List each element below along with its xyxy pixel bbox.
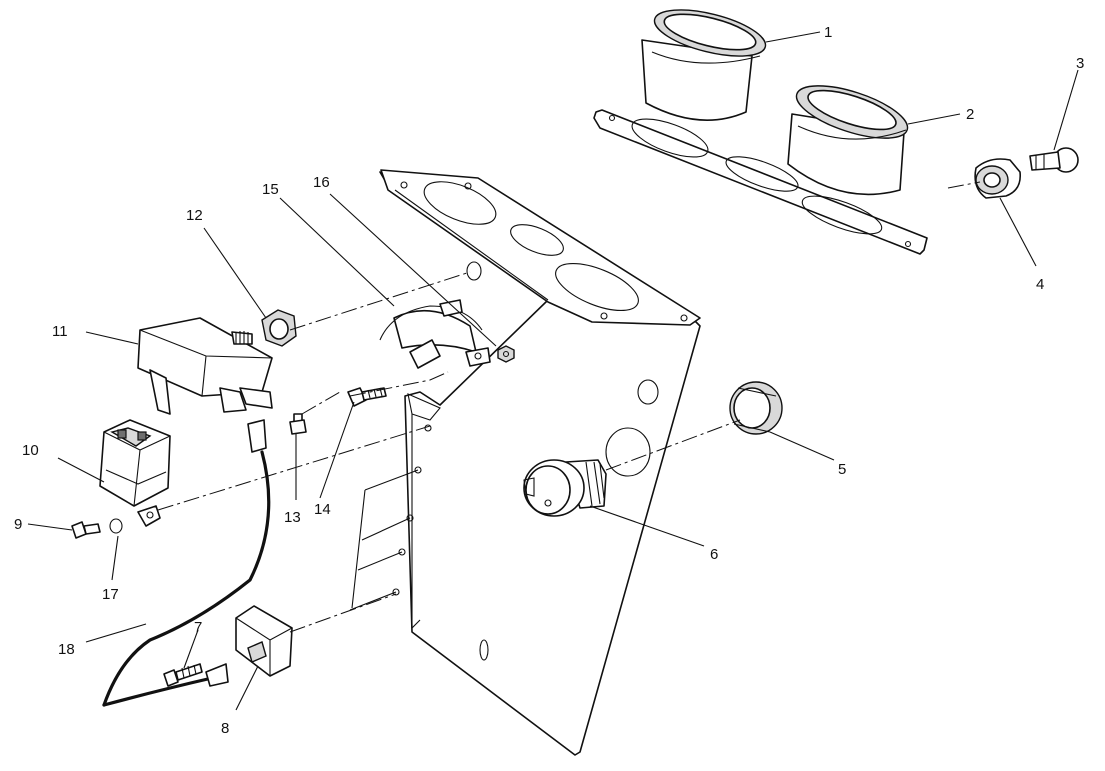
callout-labels: 1 2 3 4 5 6 7 8 9 10 11 12 13 14 15 16 1… xyxy=(14,24,1084,737)
screw-7 xyxy=(163,663,203,687)
terminal-block xyxy=(235,605,293,677)
leader-lines xyxy=(27,31,1079,711)
switch-retaining-nut xyxy=(729,381,783,435)
ground-wire xyxy=(102,419,271,707)
callout-10: 10 xyxy=(22,442,39,459)
callout-7: 7 xyxy=(194,619,202,636)
bolt-14 xyxy=(347,387,387,407)
relay xyxy=(99,419,171,507)
lock-washer-17 xyxy=(109,518,123,534)
callout-1: 1 xyxy=(824,24,832,41)
indicator-light-socket xyxy=(974,158,1022,199)
callout-17: 17 xyxy=(102,586,119,603)
callout-16: 16 xyxy=(313,174,330,191)
gauge-gasket xyxy=(593,109,928,255)
callout-14: 14 xyxy=(314,501,331,518)
indicator-light-bulb xyxy=(1029,147,1079,173)
relay-mount-tab xyxy=(137,505,161,527)
gauge-clamp xyxy=(379,299,491,369)
dash-panel xyxy=(349,169,701,756)
callout-13: 13 xyxy=(284,509,301,526)
hex-nut-16 xyxy=(497,345,515,363)
gauge-1 xyxy=(641,9,767,121)
ignition-switch xyxy=(523,459,607,517)
callout-11: 11 xyxy=(52,323,68,340)
control-module xyxy=(137,317,273,415)
gauge-2 xyxy=(787,85,909,196)
assembly-axis-lines xyxy=(157,181,981,633)
callout-2: 2 xyxy=(966,106,974,123)
hex-nut-12 xyxy=(261,309,297,347)
callout-5: 5 xyxy=(838,461,846,478)
callout-8: 8 xyxy=(221,720,229,737)
callout-4: 4 xyxy=(1036,276,1044,293)
callout-3: 3 xyxy=(1076,55,1084,72)
callout-6: 6 xyxy=(710,546,718,563)
screw-13 xyxy=(289,413,307,435)
callout-18: 18 xyxy=(58,641,75,658)
screw-9 xyxy=(71,521,101,539)
callout-15: 15 xyxy=(262,181,279,198)
callout-9: 9 xyxy=(14,516,22,533)
callout-12: 12 xyxy=(186,207,203,224)
